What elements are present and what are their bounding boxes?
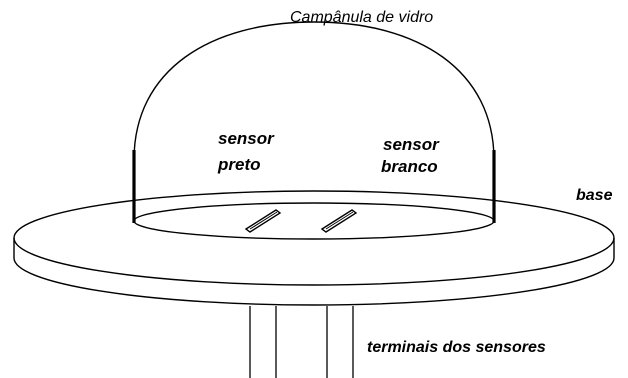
black-sensor-label-line2: preto — [217, 155, 261, 174]
terminals-label: terminais dos sensores — [367, 339, 546, 356]
base-disc-top — [13, 190, 615, 286]
base-disc-side — [13, 238, 615, 306]
sensor-terminals — [249, 306, 354, 378]
white-sensor-label-line2: branco — [381, 157, 438, 176]
black-sensor — [244, 209, 282, 233]
base-label: base — [576, 187, 613, 204]
bell-jar-dome — [133, 21, 495, 221]
white-sensor — [320, 209, 358, 233]
base-disc — [13, 190, 615, 306]
bell-jar-label: Campânula de vidro — [290, 9, 433, 26]
bell-jar-rim — [133, 202, 495, 240]
white-sensor-label-line1: sensor — [383, 135, 440, 154]
black-sensor-label-line1: sensor — [218, 129, 275, 148]
